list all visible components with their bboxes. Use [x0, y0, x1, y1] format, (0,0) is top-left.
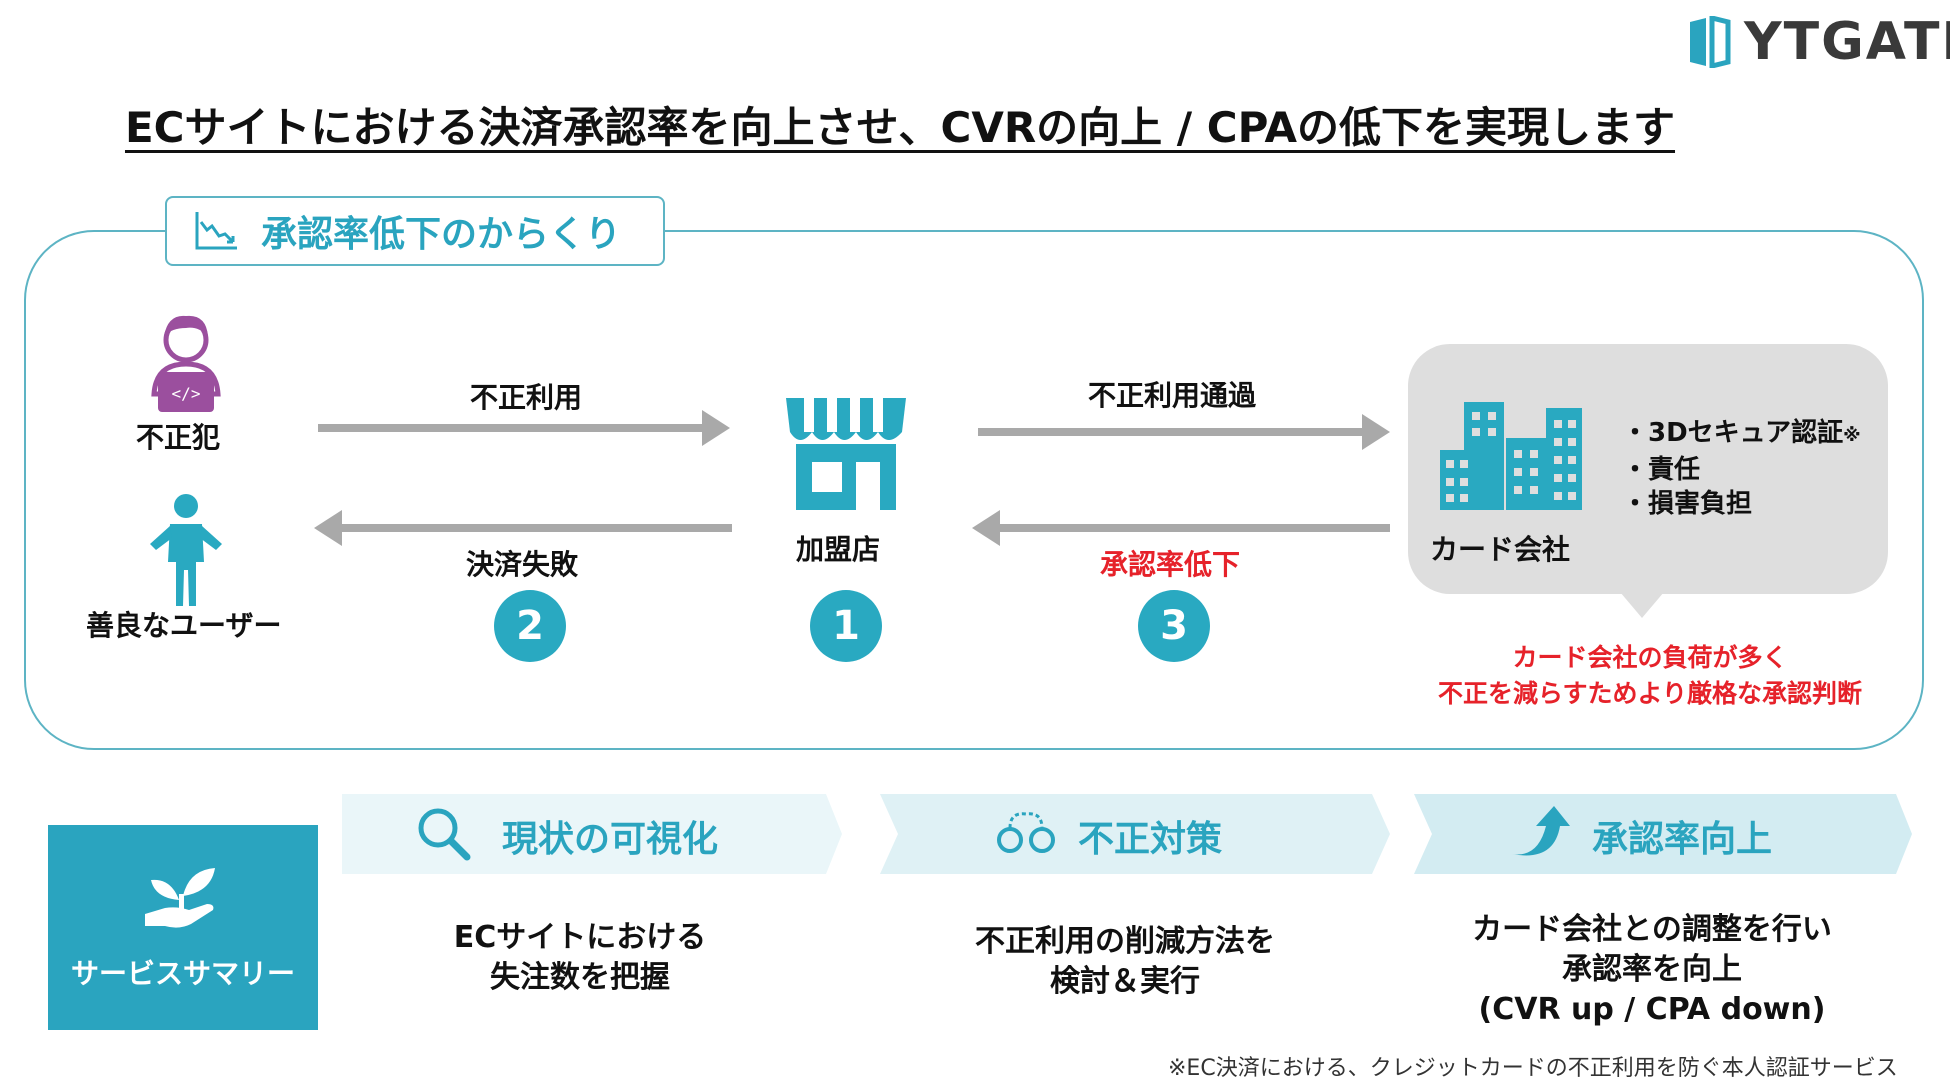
bullet-damage: ・損害負担 — [1622, 489, 1753, 519]
plant-hand-icon — [145, 867, 215, 928]
buildings-icon — [1440, 402, 1582, 510]
step-approval-title: 承認率向上 — [1592, 819, 1773, 860]
page-title: ECサイトにおける決済承認率を向上させ、CVRの向上 / CPAの低下を実現しま… — [124, 103, 1676, 152]
arrow-payment-fail — [314, 510, 732, 546]
bullet-liability: ・責任 — [1622, 455, 1701, 485]
magnifier-icon — [418, 808, 471, 861]
step-number-1: 1 — [810, 590, 882, 662]
bullet-3d-secure: ・3Dセキュア認証※ — [1622, 418, 1861, 448]
fraudster-icon: </> — [151, 315, 221, 412]
step-approval-desc: カード会社との調整を行い 承認率を向上 (CVR up / CPA down) — [1472, 912, 1832, 1027]
fraudster-label: 不正犯 — [136, 421, 221, 454]
mechanism-tab: 承認率低下のからくり — [165, 196, 665, 266]
user-icon — [150, 494, 222, 606]
arrow-approval-drop — [972, 510, 1390, 546]
card-company-bullets: ・3Dセキュア認証※ ・責任 ・損害負担 — [1622, 416, 1861, 521]
arrow-fraud-use — [318, 410, 730, 446]
step-number-2: 2 — [494, 590, 566, 662]
mechanism-title: 承認率低下のからくり — [261, 214, 622, 255]
user-label: 善良なユーザー — [86, 609, 282, 642]
step-visualize-title: 現状の可視化 — [502, 819, 719, 860]
step-fraud-title: 不正対策 — [1078, 819, 1223, 860]
store-icon — [786, 398, 906, 510]
step-number-3: 3 — [1138, 590, 1210, 662]
service-summary-label: サービスサマリー — [70, 956, 295, 990]
card-company-note: カード会社の負荷が多く 不正を減らすためより厳格な承認判断 — [1437, 643, 1862, 708]
mechanism-frame — [24, 230, 1924, 750]
payment-fail-label: 決済失敗 — [466, 548, 579, 581]
svg-text:</>: </> — [172, 384, 201, 403]
up-arrow-icon — [1512, 806, 1570, 856]
handcuffs-icon — [997, 812, 1055, 853]
service-summary-box: サービスサマリー — [48, 825, 318, 1030]
approval-drop-label: 承認率低下 — [1100, 548, 1241, 581]
step-visualize-desc: ECサイトにおける 失注数を把握 — [453, 920, 707, 995]
card-company-label: カード会社 — [1430, 533, 1571, 566]
step-fraud-desc: 不正利用の削減方法を 検討＆実行 — [975, 924, 1275, 999]
merchant-label: 加盟店 — [796, 533, 881, 566]
fraud-use-label: 不正利用 — [470, 381, 583, 414]
arrow-fraud-pass — [978, 414, 1390, 450]
logo-mark-icon — [1690, 16, 1731, 68]
fraud-pass-label: 不正利用通過 — [1088, 379, 1257, 412]
footnote: ※EC決済における、クレジットカードの不正利用を防ぐ本人認証サービス — [1168, 1056, 1898, 1081]
bubble-tail — [1620, 592, 1664, 618]
declining-chart-icon — [195, 212, 237, 250]
